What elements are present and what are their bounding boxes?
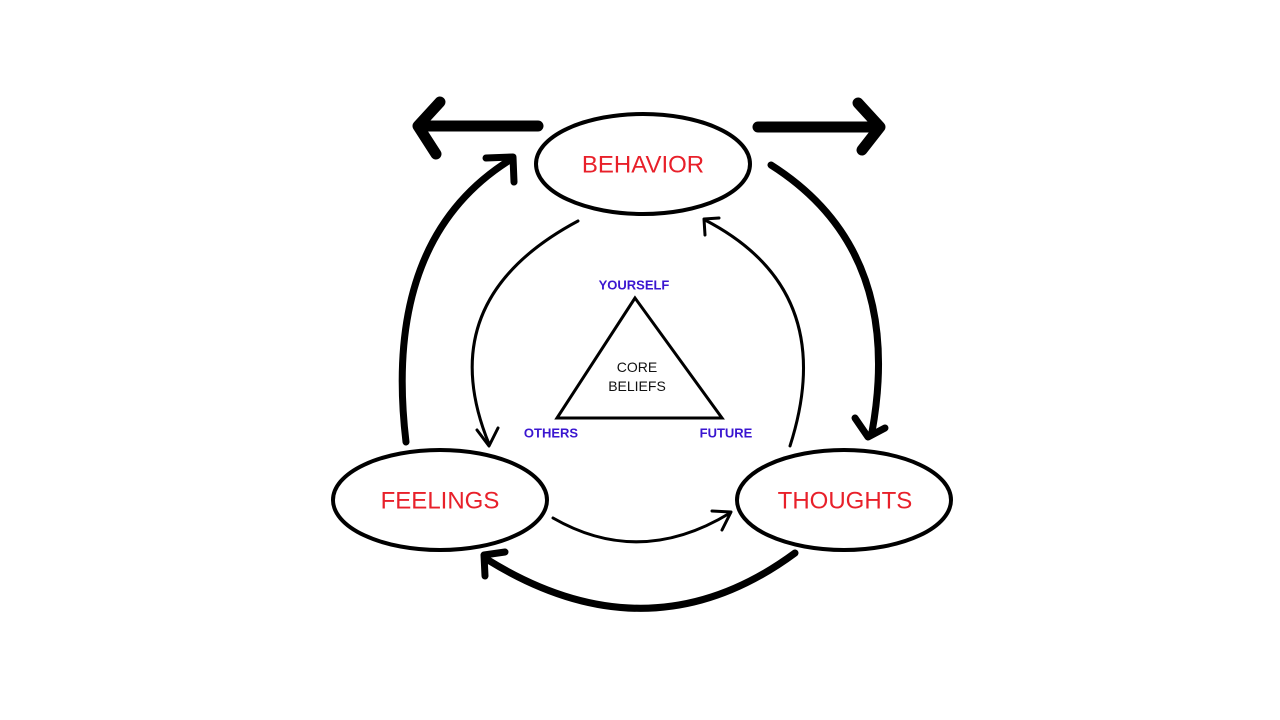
arrow-thoughts-to-behavior-inner [702,216,806,448]
node-behavior-label: BEHAVIOR [582,152,704,179]
vertex-label-future: FUTURE [700,426,753,441]
core-label-line1: CORE [617,359,657,375]
right-outward-arrow [752,97,886,156]
left-outward-arrow [412,96,544,160]
node-behavior: BEHAVIOR [534,112,752,216]
vertex-label-yourself: YOURSELF [599,278,670,293]
core-beliefs-triangle: CORE BELIEFS [554,295,725,420]
arrow-behavior-to-thoughts [767,161,889,441]
core-label-line2: BELIEFS [608,378,666,394]
arrow-behavior-to-feelings-inner [470,219,580,448]
node-feelings-label: FEELINGS [381,488,500,515]
node-thoughts-label: THOUGHTS [778,488,913,515]
node-thoughts: THOUGHTS [735,448,953,552]
vertex-label-others: OTHERS [524,426,579,441]
arrow-feelings-to-behavior [398,153,518,446]
arrow-feelings-to-thoughts-inner [551,509,733,544]
node-feelings: FEELINGS [331,448,549,552]
arrow-thoughts-to-feelings [480,548,799,612]
